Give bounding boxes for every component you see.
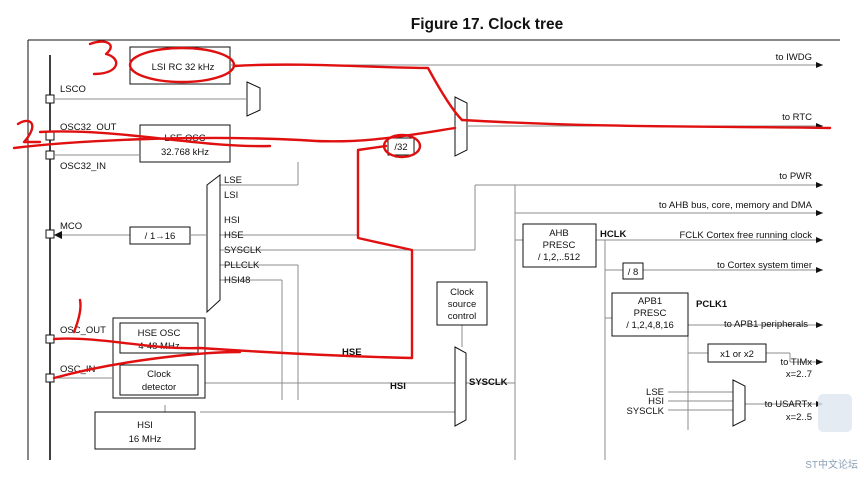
- apb1-presc-label-1: APB1: [638, 296, 662, 307]
- watermark-logo: [818, 394, 852, 432]
- outer-frame: [27, 39, 840, 460]
- pin-mco: [45, 229, 55, 239]
- annotation-lse-trace: [12, 126, 457, 150]
- mco-input-sysclk: SYSCLK: [224, 245, 262, 256]
- mco-input-hsi: HSI: [224, 215, 240, 226]
- div32-block: [387, 137, 415, 156]
- output-pwr: to PWR: [779, 171, 812, 182]
- annotation-rtc-trace: [460, 118, 832, 130]
- mco-divider-label: / 1→16: [145, 231, 176, 242]
- mco-input-hsi48: HSI48: [224, 275, 250, 286]
- clock-detector-block: [119, 364, 199, 396]
- hsi-16mhz-label-1: HSI: [137, 420, 153, 431]
- apb1-presc-label-2: PRESC: [634, 308, 667, 319]
- output-apb1: to APB1 peripherals: [724, 319, 808, 330]
- annotation-hse-trace-2: [52, 350, 242, 380]
- output-timx-2: x=2..7: [786, 369, 812, 380]
- lsi-rc-label: LSI RC 32 kHz: [152, 62, 215, 73]
- output-usartx-1: to USARTx: [765, 399, 813, 410]
- pin-osc32-out: [45, 131, 55, 141]
- lsco-mux: [246, 81, 261, 117]
- pins: LSCO OSC32_OUT OSC32_IN MCO OSC_OUT OSC_…: [45, 84, 117, 383]
- clock-detector-label-1: Clock: [147, 369, 171, 380]
- output-ahb: to AHB bus, core, memory and DMA: [659, 200, 813, 211]
- signal-sysclk: SYSCLK: [469, 377, 508, 388]
- div8-label: / 8: [628, 267, 639, 278]
- usart-input-lse: LSE: [646, 387, 664, 398]
- mco-input-lse: LSE: [224, 175, 242, 186]
- clock-source-control-label-1: Clock: [450, 287, 474, 298]
- red-annotations: [12, 40, 832, 380]
- pin-mco-label: MCO: [60, 221, 82, 232]
- annotation-numeral-2: [16, 119, 42, 144]
- hse-osc-label-1: HSE OSC: [138, 328, 181, 339]
- mco-mux: [206, 173, 221, 314]
- watermark-text: ST中文论坛: [805, 458, 858, 471]
- annotation-numeral-1: [72, 298, 82, 334]
- mco-input-hse: HSE: [224, 230, 244, 241]
- signal-hse: HSE: [342, 347, 362, 358]
- div8-block: [622, 262, 644, 280]
- rtc-mux: [454, 96, 468, 157]
- annotation-lsi-trace: [232, 63, 464, 122]
- usart-mux: [732, 379, 746, 427]
- pin-osc32-in-label: OSC32_IN: [60, 161, 106, 172]
- timer-multiplier-label: x1 or x2: [720, 349, 754, 360]
- sysclk-mux: [454, 346, 467, 427]
- output-systick: to Cortex system timer: [717, 260, 812, 271]
- pin-osc-out-label: OSC_OUT: [60, 325, 106, 336]
- clock-source-control-block: [436, 281, 488, 326]
- output-fclk: FCLK Cortex free running clock: [679, 230, 812, 241]
- hsi-16mhz-block: [94, 411, 196, 450]
- mco-mux-inputs: LSE LSI HSI HSE SYSCLK PLLCLK HSI48: [224, 175, 262, 286]
- annotation-hse-trace: [52, 144, 414, 360]
- ahb-presc-label-1: AHB: [549, 228, 569, 239]
- output-arrows: [475, 182, 823, 407]
- pin-lsco: [45, 94, 55, 104]
- output-rtc: to RTC: [782, 112, 812, 123]
- pin-osc32-in: [45, 150, 55, 160]
- mco-arrow-head: [54, 231, 62, 239]
- ahb-presc-label-2: PRESC: [543, 240, 576, 251]
- lse-osc-label-2: 32.768 kHz: [161, 147, 209, 158]
- clock-source-control-label-2: source: [448, 299, 477, 310]
- annotation-numeral-3: [88, 40, 118, 76]
- pin-osc-in-label: OSC_IN: [60, 364, 96, 375]
- signal-hclk: HCLK: [600, 229, 627, 240]
- signal-hsi: HSI: [390, 381, 406, 392]
- signal-pclk1: PCLK1: [696, 299, 728, 310]
- usart-input-sysclk: SYSCLK: [627, 406, 665, 417]
- mco-input-lsi: LSI: [224, 190, 238, 201]
- ahb-presc-label-3: / 1,2,..512: [538, 252, 580, 263]
- output-iwdg: to IWDG: [776, 52, 812, 63]
- pin-osc32-out-label: OSC32_OUT: [60, 122, 117, 133]
- apb1-presc-block: [611, 292, 689, 337]
- usart-input-hsi: HSI: [648, 396, 664, 407]
- timer-multiplier-block: [707, 343, 767, 363]
- annotation-lse-trace-2: [38, 130, 272, 148]
- output-usartx-2: x=2..5: [786, 412, 812, 423]
- mco-input-pllclk: PLLCLK: [224, 260, 260, 271]
- output-labels: to PWR to AHB bus, core, memory and DMA …: [659, 171, 813, 423]
- clock-detector-label-2: detector: [142, 382, 176, 393]
- hsi-16mhz-label-2: 16 MHz: [129, 434, 162, 445]
- pin-lsco-label: LSCO: [60, 84, 86, 95]
- annotation-mark-3-text: 3: [100, 59, 101, 61]
- clock-source-control-label-3: control: [448, 311, 477, 322]
- figure-title: Figure 17. Clock tree: [411, 16, 564, 33]
- output-timx-1: to TIMx: [781, 357, 813, 368]
- ahb-presc-block: [522, 223, 597, 268]
- apb1-presc-label-3: / 1,2,4,8,16: [626, 320, 674, 331]
- annotation-mark-2-text: 2: [28, 129, 29, 131]
- div32-label: /32: [394, 142, 407, 153]
